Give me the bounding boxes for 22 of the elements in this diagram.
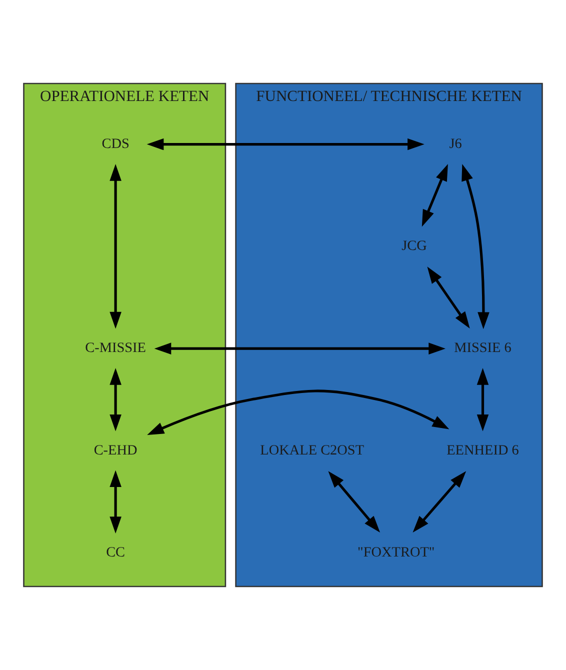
arrow — [476, 368, 489, 432]
arrow — [110, 368, 122, 432]
arrow — [146, 138, 424, 150]
node-text: EENHEID 6 — [446, 442, 519, 458]
node-text: C-MISSIE — [85, 340, 146, 356]
node-text: CDS — [102, 136, 130, 152]
arrow — [412, 471, 466, 532]
arrow — [110, 470, 122, 534]
node-text: CC — [106, 544, 126, 560]
arrow — [462, 164, 490, 330]
node-text: J6 — [449, 136, 462, 152]
arrow — [154, 342, 446, 354]
node-text: C-EHD — [94, 442, 138, 458]
arrow — [110, 164, 122, 329]
arrow — [422, 164, 448, 227]
node-text: "FOXTROT" — [358, 544, 435, 560]
arrow — [427, 266, 470, 328]
arrow — [147, 390, 450, 435]
node-text: JCG — [402, 238, 427, 254]
arrow — [328, 471, 380, 533]
node-text: MISSIE 6 — [454, 340, 512, 356]
node-text: LOKALE C2OST — [260, 442, 364, 458]
